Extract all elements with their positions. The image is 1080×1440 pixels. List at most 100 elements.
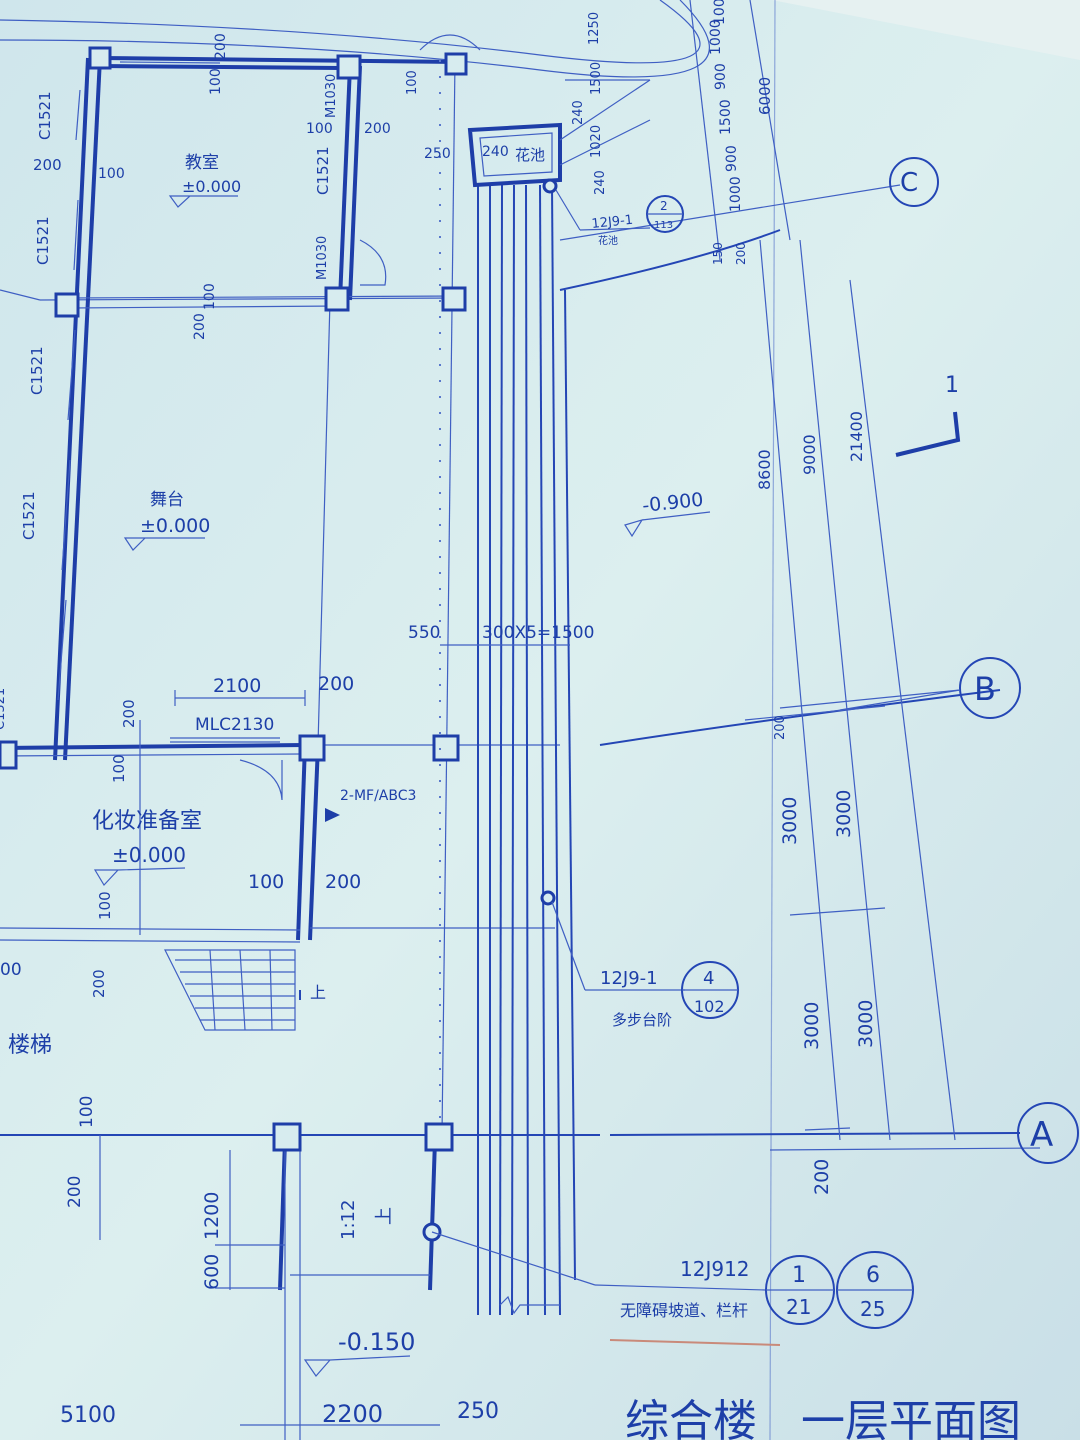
- dim-text: 2100: [213, 675, 261, 697]
- ref-bottom-planter: 113: [654, 220, 673, 231]
- ramp-slope-label: 1:12: [338, 1200, 359, 1240]
- room-label-classroom: 教室: [185, 153, 219, 173]
- step-lines: [477, 184, 576, 1316]
- dim-text: 100: [248, 871, 284, 893]
- ref-code-steps: 12J9-1: [600, 968, 658, 989]
- extinguisher-icon: [325, 808, 340, 822]
- walls: [0, 56, 560, 1440]
- dim-text: 5100: [60, 1403, 116, 1428]
- dim-text: 900: [713, 63, 729, 90]
- door-code-m2: M1030: [315, 236, 330, 280]
- dim-text: 250: [457, 1399, 499, 1424]
- dim-text: 200: [364, 121, 391, 137]
- dim-text: 100: [202, 283, 218, 310]
- dim-text: 150: [711, 242, 725, 265]
- dim-text: 200: [318, 673, 354, 695]
- elevation-dressing: ±0.000: [112, 843, 186, 867]
- ref-top2-ramp: 6: [866, 1263, 880, 1288]
- room-label-planter: 花池: [515, 146, 545, 164]
- door-swings: [239, 34, 481, 801]
- dim-text: 100: [405, 70, 420, 95]
- dim-text: 100: [208, 68, 224, 95]
- dim-text: 250: [424, 146, 451, 162]
- dim-text: 200: [65, 1176, 85, 1208]
- elevation-stage: ±0.000: [140, 515, 210, 537]
- dim-text: 6000: [756, 77, 774, 115]
- ref-top-steps: 4: [703, 968, 714, 989]
- dim-text: 8600: [755, 449, 774, 490]
- elevation-markers: [93, 195, 711, 1377]
- dim-text: 1250: [587, 12, 602, 45]
- window-code: C1521: [314, 146, 332, 195]
- dim-text: 3000: [855, 1000, 877, 1048]
- dim-text: 200: [325, 871, 361, 893]
- dim-text: 900: [724, 145, 740, 172]
- dim-text: 200: [213, 33, 229, 60]
- dim-text: 100: [110, 754, 128, 783]
- ref-note-planter: 花池: [598, 234, 618, 247]
- ref-code-planter: 12J9-1: [591, 213, 634, 232]
- ref-note-steps: 多步台阶: [612, 1011, 672, 1029]
- window-code: C1521: [20, 491, 38, 540]
- stair-treads: [164, 949, 301, 1031]
- dim-text: 2200: [322, 1400, 383, 1428]
- dim-text: 1000: [708, 19, 724, 55]
- dim-text: 21400: [847, 411, 866, 462]
- detail-callouts: [431, 189, 914, 1346]
- ref-bottom2-ramp: 25: [860, 1297, 885, 1321]
- dim-text: 100: [77, 1096, 97, 1128]
- ramp-up-label: 上: [374, 1207, 395, 1225]
- dim-text: 1020: [589, 125, 604, 158]
- dim-text: 240: [571, 100, 586, 125]
- dim-text: 3000: [801, 1002, 823, 1050]
- ref-note-ramp: 无障碍坡道、栏杆: [620, 1301, 748, 1320]
- dim-text: 1500: [718, 99, 734, 135]
- stair-up-label: 上: [310, 983, 326, 1002]
- dim-text: 100: [306, 121, 333, 137]
- dim-text: 200: [120, 699, 138, 728]
- dimension-ticks: [99, 79, 650, 1426]
- dim-text: 3000: [833, 790, 855, 838]
- room-label-stage: 舞台: [150, 490, 184, 510]
- dim-text: 550: [408, 623, 440, 643]
- ref-code-ramp: 12J912: [680, 1257, 750, 1281]
- dim-text: 1500: [589, 62, 604, 95]
- room-label-stairs: 楼梯: [8, 1033, 52, 1058]
- dim-text: 200: [33, 156, 62, 174]
- extinguisher-code: 2-MF/ABC3: [340, 788, 416, 804]
- columns: [0, 46, 558, 1242]
- title-underline: [609, 1339, 781, 1346]
- window-code: C1521: [36, 91, 54, 140]
- right-dimension-lines: [689, 0, 956, 1141]
- ref-top1-ramp: 1: [792, 1263, 806, 1288]
- section-mark-number: 1: [945, 373, 959, 398]
- drawing-title: 综合楼 一层平面图: [625, 1396, 1021, 1440]
- dim-text: 1200: [201, 1192, 223, 1240]
- dim-text: 200: [734, 242, 748, 265]
- elevation-classroom: ±0.000: [182, 177, 241, 196]
- door-code-mlc: MLC2130: [195, 715, 274, 735]
- ref-top-planter: 2: [660, 199, 668, 213]
- door-code-m1: M1030: [324, 74, 339, 118]
- axis-label-a: A: [1030, 1115, 1053, 1155]
- dim-text: 1000: [728, 176, 744, 212]
- ref-bottom1-ramp: 21: [786, 1295, 811, 1319]
- section-mark-icon: [895, 411, 961, 457]
- window-code: C1521: [0, 688, 8, 730]
- steps-dimension: 300X5=1500: [482, 623, 594, 643]
- dim-text: 3000: [779, 797, 801, 845]
- dim-text: 200: [90, 969, 108, 998]
- dim-text: 100: [98, 166, 125, 182]
- dim-text: 200: [811, 1159, 833, 1195]
- window-code: C1521: [34, 216, 52, 265]
- window-openings: [57, 61, 280, 743]
- dim-text: 100: [96, 891, 114, 920]
- dim-text: 200: [773, 715, 788, 740]
- dim-text: 1000: [712, 0, 728, 25]
- window-code: C1521: [28, 346, 46, 395]
- curved-walls: [0, 0, 1001, 746]
- dim-text: 240: [482, 144, 509, 160]
- planter: [467, 79, 651, 188]
- axis-bubbles: [779, 157, 1079, 1164]
